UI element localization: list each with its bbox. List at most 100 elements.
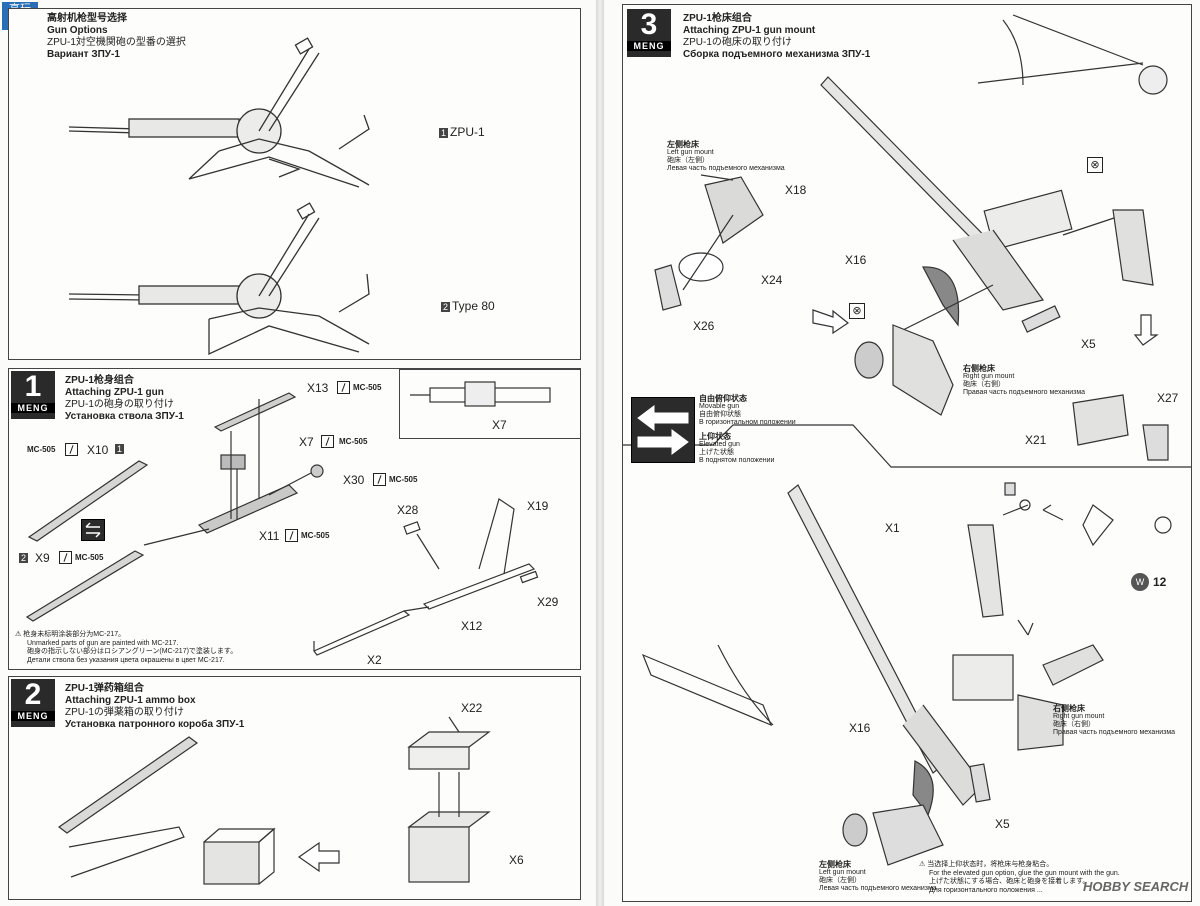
step-1-title-ja: ZPU-1の砲身の取り付け [65, 399, 174, 410]
step-1-badge: 1 MENG [11, 371, 55, 419]
part-x9-label: X9 [35, 551, 50, 565]
step-3-title-ja: ZPU-1の砲床の取り付け [683, 37, 792, 48]
paint-icon-x7 [321, 435, 334, 448]
step-1-inset: X7 [399, 369, 581, 439]
right-mount-2-zh: 右侧枪床 [1053, 704, 1085, 713]
step-1-section: 1 MENG ZPU-1枪身组合 Attaching ZPU-1 gun ZPU… [8, 368, 581, 670]
part-x10-label: X10 [87, 443, 109, 457]
step-3-title-zh: ZPU-1枪床组合 [683, 13, 752, 24]
mc505-label-x7: MC-505 [339, 437, 368, 446]
left-mount-ru: Левая часть подъемного механизма [667, 165, 785, 172]
part-x5-label: X5 [1081, 337, 1096, 351]
footer-logo: HOBBY SEARCH [1083, 879, 1189, 894]
part-x16b-label: X16 [849, 721, 871, 735]
left-mount-2-zh: 左侧枪床 [819, 860, 851, 869]
step-2-title-ja: ZPU-1の弾薬箱の取り付け [65, 707, 184, 718]
step-2-badge: 2 MENG [11, 679, 55, 727]
part-x9-option: 2 [19, 553, 29, 563]
step-3-number: 3 [640, 8, 658, 41]
right-mount-ru: Правая часть подъемного механизма [963, 389, 1086, 396]
left-mount-caption-2: 左侧枪床 Left gun mount 砲床（左側） Левая часть п… [819, 861, 937, 893]
step-1-title-ru: Установка ствола ЗПУ-1 [65, 411, 184, 422]
glue-icon-left: ⊗ [849, 303, 865, 319]
paint-icon-x11 [285, 529, 298, 542]
movable-ja: 自由俯仰状態 [699, 411, 741, 418]
part-x11-label: X11 [259, 529, 280, 543]
option-1-text: ZPU-1 [450, 125, 485, 139]
part-x18-label: X18 [785, 183, 807, 197]
inset-x7-label: X7 [492, 418, 507, 432]
mc505-label-x10: MC-505 [27, 445, 56, 454]
step-1-brand: MENG [11, 403, 55, 413]
step-3-note-ru: Для горизонтального положения ... [929, 886, 1043, 894]
w12-number: 12 [1153, 575, 1167, 589]
right-mount-2-en: Right gun mount [1053, 713, 1105, 720]
part-x7-label: X7 [299, 435, 314, 449]
step-3-notes: ⚠ 当选择上仰状态时，将枪床与枪身粘合。 For the elevated gu… [919, 861, 1120, 895]
inset-drawing [410, 381, 551, 407]
part-x6-label: X6 [509, 853, 524, 867]
left-mount-zh: 左侧枪床 [667, 140, 699, 149]
right-mount-2-ja: 砲床（右側） [1053, 721, 1095, 728]
elevated-caption: 上仰状态 Elevated gun 上げた状態 В поднятом полож… [699, 433, 774, 465]
step-1-number: 1 [24, 370, 42, 403]
step-2-number: 2 [24, 678, 42, 711]
movable-ru: В горизонтальном положении [699, 419, 796, 426]
step-2-title-ru: Установка патронного короба ЗПУ-1 [65, 719, 245, 730]
part-x12-label: X12 [461, 619, 483, 633]
movable-zh: 自由俯仰状态 [699, 394, 747, 403]
part-x5b-label: X5 [995, 817, 1010, 831]
left-mount-2-ja: 砲床（左側） [819, 877, 861, 884]
step-2-title-zh: ZPU-1弹药箱组合 [65, 683, 144, 694]
step-1-title-zh: ZPU-1枪身组合 [65, 375, 134, 386]
part-x16-label: X16 [845, 253, 867, 267]
part-x1-label: X1 [885, 521, 900, 535]
step-2-title: ZPU-1弹药箱组合 Attaching ZPU-1 ammo box ZPU-… [65, 683, 244, 731]
step-3-title-en: Attaching ZPU-1 gun mount [683, 25, 816, 36]
right-mount-en: Right gun mount [963, 373, 1015, 380]
movable-caption: 自由俯仰状态 Movable gun 自由俯仰状態 В горизонтальн… [699, 395, 796, 427]
option-2-num: 2 [441, 302, 451, 312]
mc505-label-x9: MC-505 [75, 553, 104, 562]
left-mount-en: Left gun mount [667, 149, 714, 156]
option-1-num: 1 [439, 128, 449, 138]
w12-badge: W [1131, 573, 1149, 591]
step-3-title-ru: Сборка подъемного механизма ЗПУ-1 [683, 49, 871, 60]
right-page: 3 MENG ZPU-1枪床组合 Attaching ZPU-1 gun mou… [604, 0, 1200, 906]
option-2-text: Type 80 [452, 299, 495, 313]
step-1-title: ZPU-1枪身组合 Attaching ZPU-1 gun ZPU-1の砲身の取… [65, 375, 184, 423]
part-x13-label: X13 [307, 381, 329, 395]
note-en: Unmarked parts of gun are painted with M… [27, 639, 179, 647]
right-mount-zh: 右侧枪床 [963, 364, 995, 373]
variant-title-zh: 高射机枪型号选择 [47, 13, 127, 24]
part-x27-label: X27 [1157, 391, 1179, 405]
left-mount-caption: 左侧枪床 Left gun mount 砲床（左側） Левая часть п… [667, 141, 785, 173]
mc505-label-x13: MC-505 [353, 383, 382, 392]
left-mount-ja: 砲床（左側） [667, 157, 709, 164]
note-ru: Детали ствола без указания цвета окрашен… [27, 656, 225, 664]
part-x19-label: X19 [527, 499, 549, 513]
variant-title-ru: Вариант ЗПУ-1 [47, 49, 120, 60]
variant-title-ja: ZPU-1対空機関砲の型番の選択 [47, 37, 186, 48]
step-3-section: 3 MENG ZPU-1枪床组合 Attaching ZPU-1 gun mou… [622, 4, 1192, 902]
step-2-section: 2 MENG ZPU-1弹药箱组合 Attaching ZPU-1 ammo b… [8, 676, 581, 900]
step-2-drawing [57, 716, 491, 885]
step-3-note-en: For the elevated gun option, glue the gu… [929, 869, 1120, 877]
gun-state-icon [631, 397, 695, 463]
step-1-title-en: Attaching ZPU-1 gun [65, 387, 164, 398]
note-zh: ⚠ 枪身未标明涂装部分为MC-217。 [15, 631, 126, 638]
right-mount-2-ru: Правая часть подъемного механизма [1053, 729, 1176, 736]
w12-letter: W [1135, 577, 1145, 587]
glue-icon-top: ⊗ [1087, 157, 1103, 173]
elevated-zh: 上仰状态 [699, 432, 731, 441]
right-mount-ja: 砲床（右側） [963, 381, 1005, 388]
swap-icon [81, 519, 105, 541]
movable-en: Movable gun [699, 403, 740, 410]
step-3-badge: 3 MENG [627, 9, 671, 57]
part-x10-option: 1 [115, 444, 125, 454]
step-1-notes: ⚠ 枪身未标明涂装部分为MC-217。 Unmarked parts of gu… [15, 631, 237, 665]
variant-title: 高射机枪型号选择 Gun Options ZPU-1対空機関砲の型番の選択 Ва… [47, 13, 186, 61]
step-3-brand: MENG [627, 41, 671, 51]
paint-icon-x9 [59, 551, 72, 564]
